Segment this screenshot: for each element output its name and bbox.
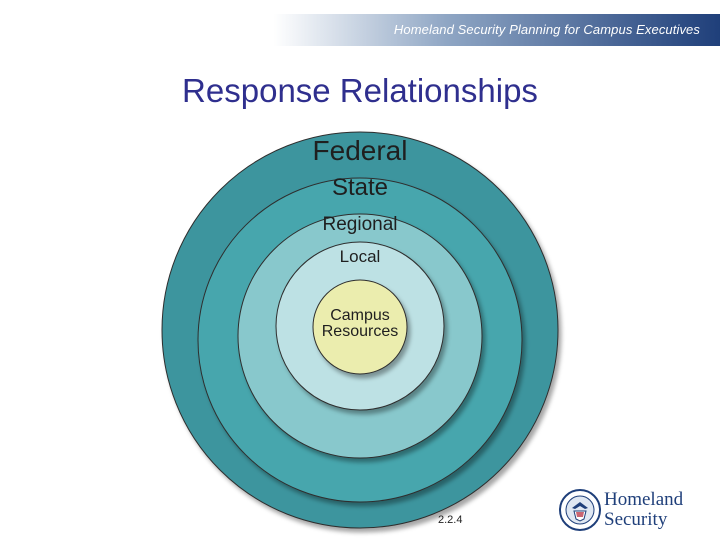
dhs-seal-icon <box>559 489 601 531</box>
label-regional: Regional <box>323 214 398 235</box>
logo-line2: Security <box>604 509 668 530</box>
logo-line1: Homeland <box>604 489 684 510</box>
ring-campus-resources <box>312 279 408 375</box>
label-federal: Federal <box>313 135 408 166</box>
label-campus-line1: Campus <box>330 307 390 324</box>
label-campus-line2: Resources <box>322 323 398 340</box>
slide-title: Response Relationships <box>182 72 538 109</box>
page-number: 2.2.4 <box>438 514 463 526</box>
label-state: State <box>332 174 388 201</box>
header-band <box>0 14 720 46</box>
logo-wordmark: Homeland Security <box>604 490 683 530</box>
label-local: Local <box>340 247 381 266</box>
header-title: Homeland Security Planning for Campus Ex… <box>393 22 700 37</box>
homeland-security-logo: Homeland Security <box>558 488 698 536</box>
